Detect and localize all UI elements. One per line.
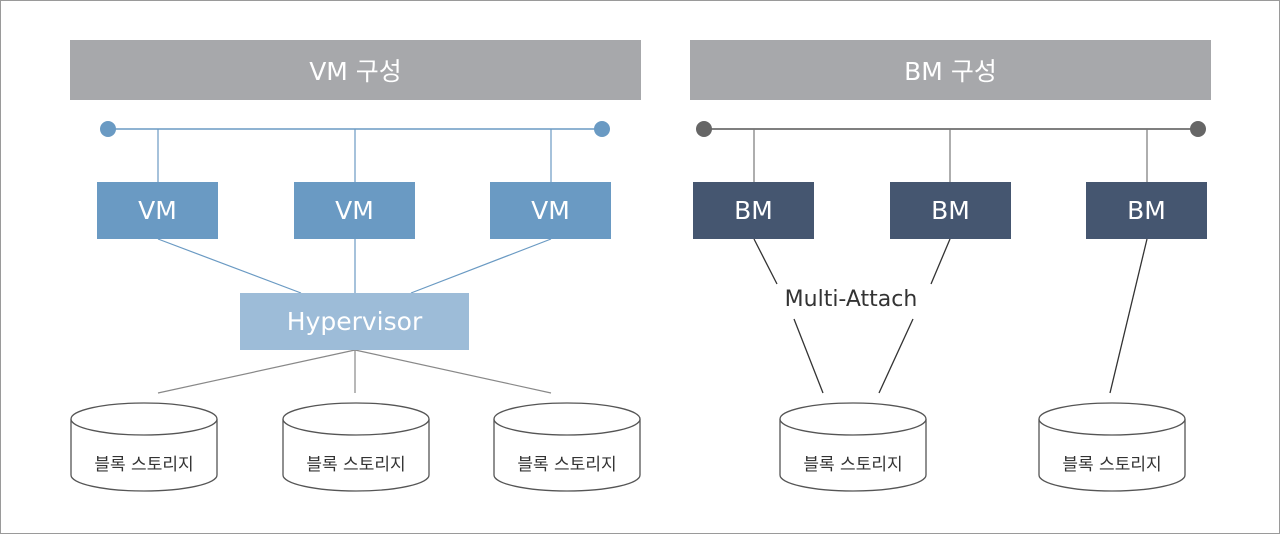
bm-storage-link	[1109, 238, 1148, 394]
vm-hypervisor-link	[410, 238, 552, 294]
bm-box: BM	[693, 182, 814, 239]
storage-label: 블록 스토리지	[1062, 455, 1162, 475]
cylinder-icon	[1038, 402, 1186, 492]
block-storage-cylinder: 블록 스토리지	[493, 402, 641, 492]
storage-label: 블록 스토리지	[306, 455, 406, 475]
block-storage-cylinder: 블록 스토리지	[779, 402, 927, 492]
cylinder-icon	[282, 402, 430, 492]
bm-box: BM	[1086, 182, 1207, 239]
block-storage-cylinder: 블록 스토리지	[70, 402, 218, 492]
storage-label: 블록 스토리지	[517, 455, 617, 475]
bm-multi-attach-link	[930, 238, 951, 285]
vm-network-endpoint-right	[594, 121, 610, 137]
bm-section-header: BM 구성	[690, 40, 1211, 100]
multi-attach-storage-link	[878, 318, 914, 394]
bm-box: BM	[890, 182, 1011, 239]
block-storage-cylinder: 블록 스토리지	[1038, 402, 1186, 492]
storage-label: 블록 스토리지	[94, 455, 194, 475]
block-storage-cylinder: 블록 스토리지	[282, 402, 430, 492]
bm-multi-attach-link	[753, 238, 778, 285]
vm-box: VM	[490, 182, 611, 239]
multi-attach-label: Multi-Attach	[767, 287, 935, 312]
storage-label: 블록 스토리지	[803, 455, 903, 475]
bm-network-endpoint-right	[1190, 121, 1206, 137]
cylinder-icon	[493, 402, 641, 492]
vm-network-endpoint-left	[100, 121, 116, 137]
cylinder-icon	[779, 402, 927, 492]
vm-section-header: VM 구성	[70, 40, 641, 100]
hypervisor-storage-link	[354, 349, 552, 394]
vm-box: VM	[294, 182, 415, 239]
hypervisor-storage-link	[157, 349, 356, 394]
bm-network-endpoint-left	[696, 121, 712, 137]
hypervisor-box: Hypervisor	[240, 293, 469, 350]
multi-attach-storage-link	[793, 318, 824, 394]
vm-box: VM	[97, 182, 218, 239]
cylinder-icon	[70, 402, 218, 492]
vm-hypervisor-link	[157, 238, 302, 294]
